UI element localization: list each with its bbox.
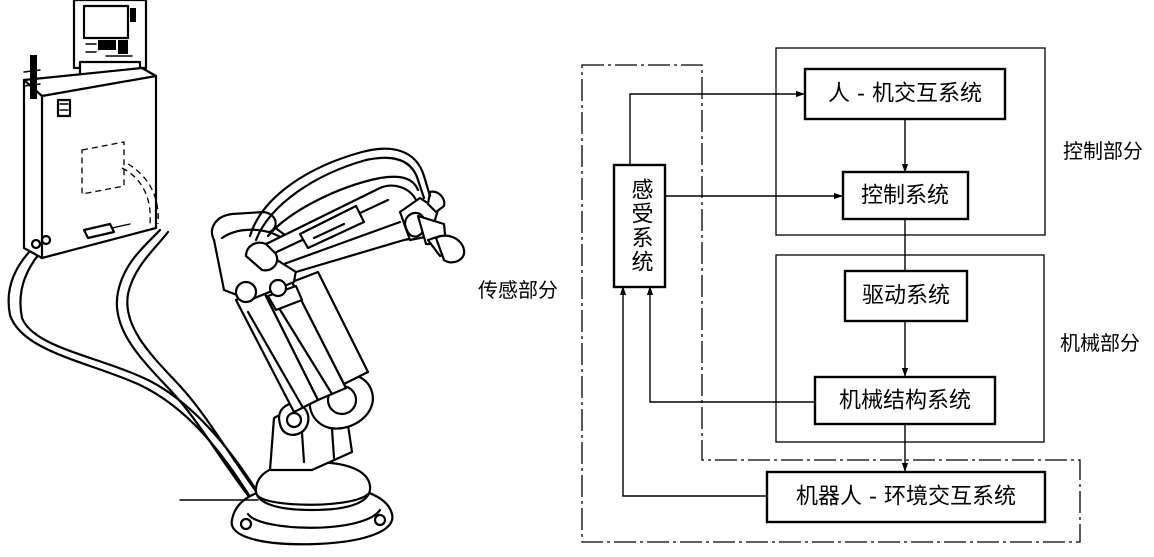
robot-wrist: [398, 190, 466, 264]
node-drive-system: 驱动系统: [843, 269, 969, 323]
control-cabinet: [22, 0, 159, 260]
node-human-machine-interaction: 人 - 机交互系统: [803, 67, 1007, 121]
node-drive-label: 驱动系统: [862, 284, 950, 309]
node-robot-environment-interaction: 机器人 - 环境交互系统: [765, 470, 1047, 524]
mechanical-part-region: [775, 254, 1045, 443]
signal-flow-arrows: [619, 90, 909, 497]
node-human-machine-label: 人 - 机交互系统: [828, 82, 982, 107]
node-environment-label: 机器人 - 环境交互系统: [796, 485, 1016, 510]
system-block-diagram: 人 - 机交互系统 控制系统 驱动系统 机械结构系统 机器人 - 环境交互系统 …: [478, 47, 1143, 543]
control-part-label: 控制部分: [1063, 139, 1143, 163]
sensing-part-region: [581, 64, 1081, 543]
sensing-part-label: 传感部分: [478, 278, 558, 302]
industrial-robot-illustration: [7, 0, 466, 546]
node-sensing-system: 感受系统: [612, 163, 667, 289]
node-mechanical-structure: 机械结构系统: [813, 375, 997, 426]
robot-cables: [7, 228, 262, 502]
robot-upper-arm: [244, 184, 426, 274]
robot-hoses: [248, 147, 432, 242]
node-sensing-label: 感受系统: [628, 178, 654, 274]
control-part-region: [775, 47, 1046, 236]
robot-lower-arm: [234, 270, 370, 414]
node-control-system: 控制系统: [841, 170, 970, 221]
node-control-label: 控制系统: [861, 184, 949, 209]
robot-base: [179, 460, 394, 546]
node-mechanical-label: 机械结构系统: [839, 389, 971, 414]
mechanical-part-label: 机械部分: [1060, 331, 1140, 355]
